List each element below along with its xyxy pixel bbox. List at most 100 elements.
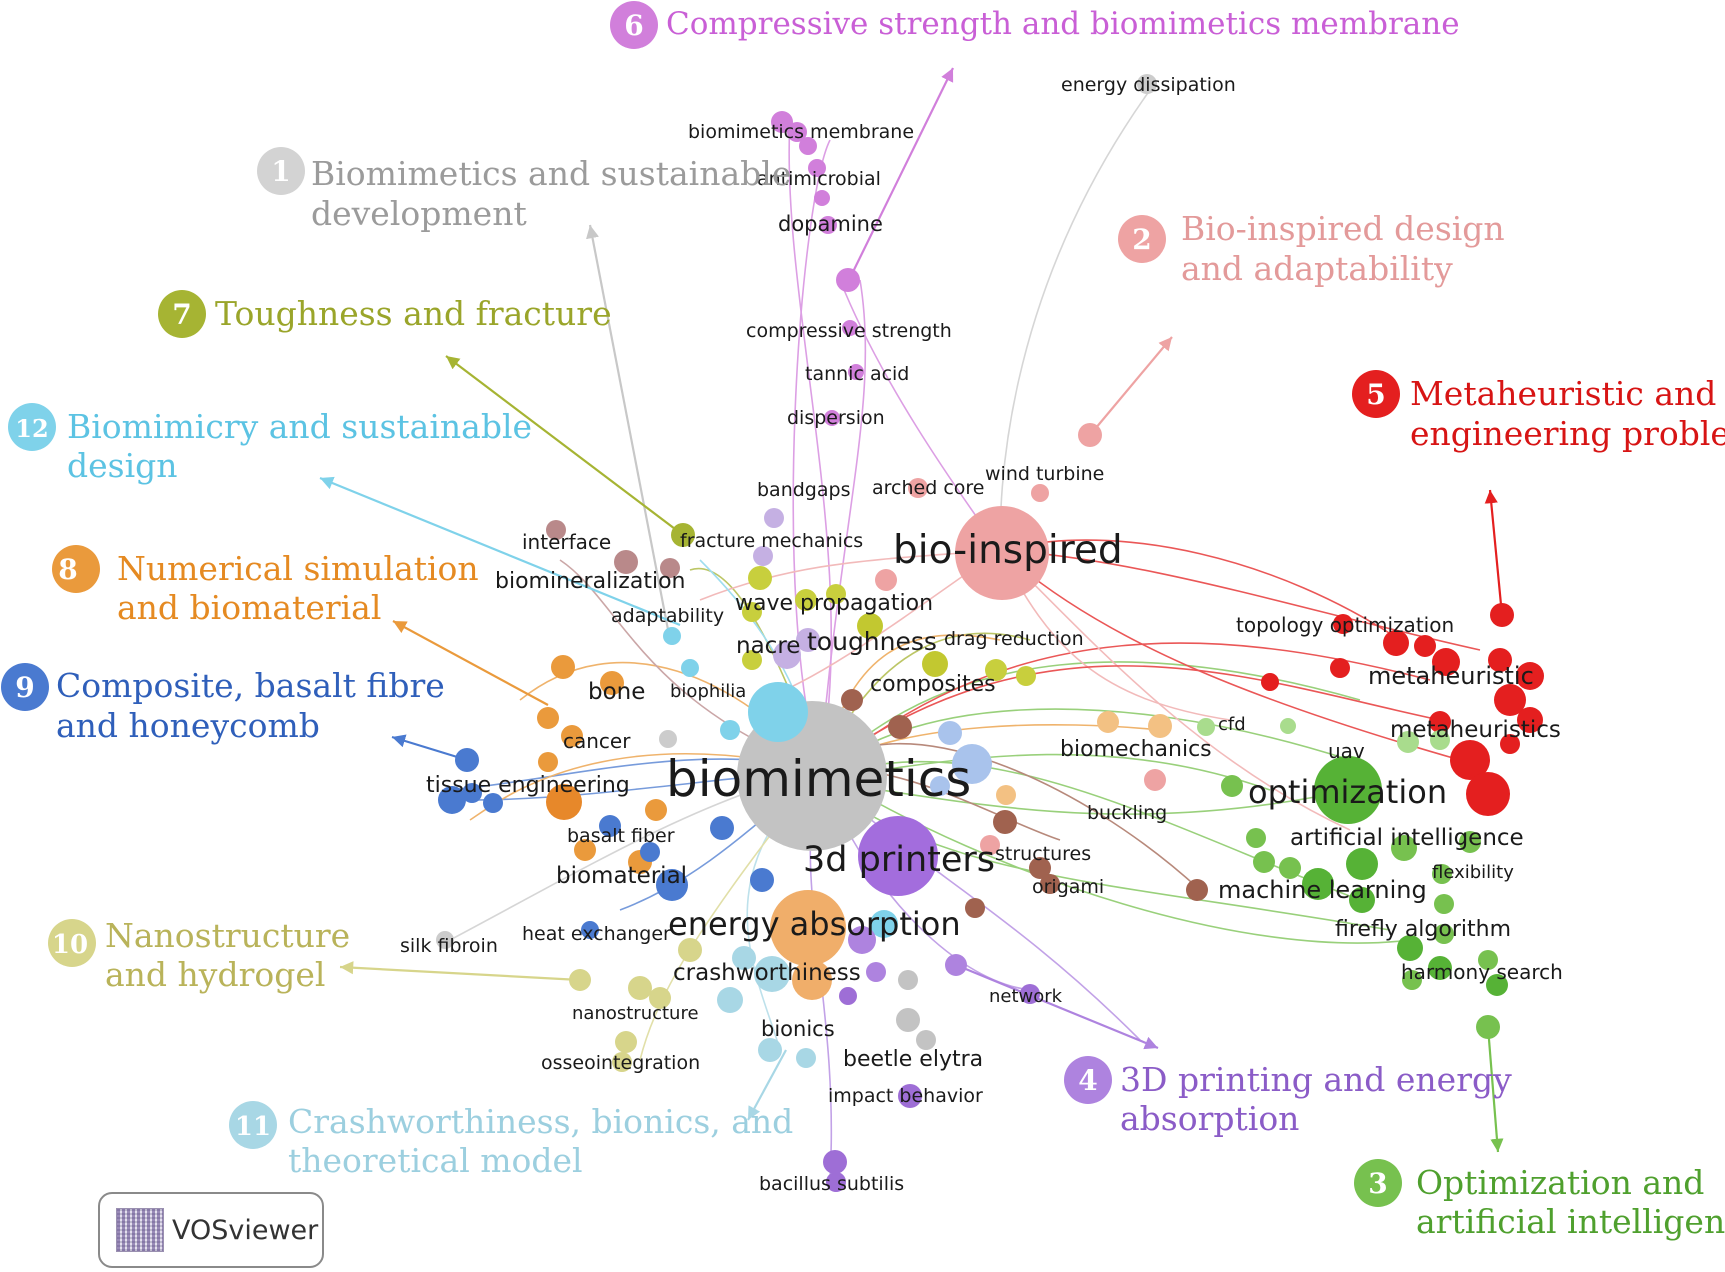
node [795,589,817,611]
node [748,682,808,742]
vosviewer-logo-badge: VOSviewer [98,1192,324,1268]
cluster-number-8: 8 [58,553,77,586]
kw-heat-exchanger: heat exchanger [522,923,671,945]
node [1517,707,1543,733]
kw-biomaterial: biomaterial [556,863,687,889]
cluster-label-10-line2: and hydrogel [105,955,325,994]
node [455,748,479,772]
node [1040,874,1060,894]
node [875,569,897,591]
node [438,786,466,814]
node [1402,970,1422,990]
cluster-label-10-line1: Nanostructure [105,916,350,955]
node [826,584,846,604]
node [1221,775,1243,797]
node [758,1038,782,1062]
cluster-label-11-line2: theoretical model [288,1141,583,1180]
node [814,190,830,206]
node [866,962,886,982]
node [1144,769,1166,791]
node [1261,673,1279,691]
node [842,320,858,336]
node [980,835,1000,855]
node-bio-inspired [955,506,1049,600]
node [645,799,667,821]
node [1490,603,1514,627]
node [839,987,857,1005]
node [640,842,660,862]
cluster-label-12-line1: Biomimicry and sustainable [67,407,532,446]
kw-arched-core: arched core [872,477,984,499]
node [671,523,695,547]
cluster-badge-2 [1118,215,1166,263]
node [742,602,762,622]
cluster-number-10: 10 [52,930,88,960]
cluster-label-4-line1: 3D printing and energy [1120,1060,1512,1099]
kw-structures: structures [995,843,1091,865]
node [823,1150,847,1174]
node [1500,734,1520,754]
node [1486,974,1508,996]
node [1516,662,1544,690]
node [483,793,503,813]
node [681,659,699,677]
kw-basalt-fiber: basalt fiber [567,825,675,847]
kw-tissue-engineering: tissue engineering [426,773,630,798]
node [771,111,793,133]
node [615,1031,637,1053]
kw-bio-inspired: bio-inspired [893,528,1123,573]
node [938,721,962,745]
node [1428,956,1452,980]
node [1434,894,1454,914]
kw-osseointegration: osseointegration [541,1052,700,1074]
node [996,785,1016,805]
node [612,1052,632,1072]
kw-flexibility: flexibility [1432,862,1514,883]
node [841,689,863,711]
kw-bionics: bionics [761,1017,835,1041]
node [1432,648,1460,676]
cluster-label-2-line2: and adaptability [1181,249,1453,288]
node [898,970,918,990]
kw-wind-turbine: wind turbine [985,463,1104,485]
node [1450,740,1490,780]
kw-biomechanics: biomechanics [1060,737,1212,762]
kw-compressive-strength: compressive strength [746,320,952,342]
node [537,707,559,729]
node [799,137,817,155]
node [965,898,985,918]
cluster-label-1-line1: Biomimetics and sustainable [311,154,791,193]
kw-biomimetics: biomimetics [666,750,971,808]
node [1148,714,1172,738]
node [993,810,1017,834]
node [732,946,756,970]
node [1397,935,1423,961]
kw-metaheuristics: metaheuristics [1390,717,1561,743]
node-3d-printers [858,816,938,896]
node [870,910,898,938]
node [1029,857,1051,879]
node [599,815,621,837]
node [792,960,832,1000]
cluster-label-7: Toughness and fracture [215,294,612,333]
cluster-arrows [319,67,1504,1153]
kw-wave-propagation: wave propagation [735,591,933,616]
node [1097,711,1119,733]
cluster-label-8-line2: and biomaterial [117,588,381,627]
node [1279,857,1301,879]
kw-fracture-mechanics: fracture mechanics [680,530,863,552]
node [1016,666,1036,686]
node-optimization [1314,756,1382,824]
cluster-label-12-line2: design [67,446,178,485]
node [663,627,681,645]
node [1020,984,1040,1004]
node [848,364,864,380]
node [581,921,599,939]
node [628,976,652,1000]
kw-antimicrobial: antimicrobial [757,168,881,190]
node [1430,730,1450,750]
cluster-label-2-line1: Bio-inspired design [1181,209,1505,248]
node [1197,718,1215,736]
cluster-label-9-line1: Composite, basalt fibre [56,666,445,705]
node [1429,711,1451,733]
